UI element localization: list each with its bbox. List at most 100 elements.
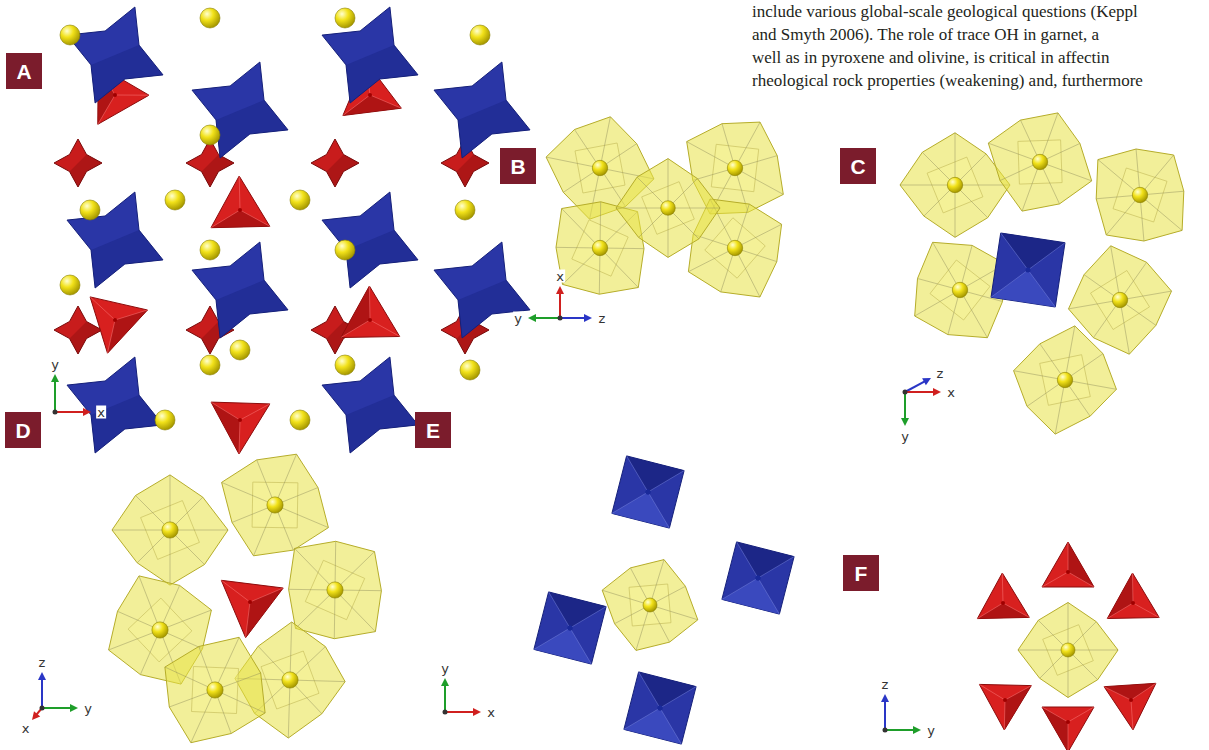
octahedron bbox=[991, 233, 1065, 307]
cation-sphere bbox=[1112, 292, 1127, 307]
polyhedron-edge bbox=[1005, 686, 1031, 700]
cation-sphere bbox=[200, 8, 220, 28]
axis-label: z bbox=[598, 312, 607, 325]
panel-letter: B bbox=[500, 148, 536, 184]
polyhedron-edge bbox=[648, 471, 684, 492]
polyhedron-edge bbox=[115, 310, 147, 320]
dodecahedron-face bbox=[930, 260, 990, 320]
cation-sphere bbox=[1057, 372, 1072, 387]
octahedron-face bbox=[216, 100, 288, 158]
axis-arrow bbox=[904, 392, 906, 421]
axis-label: z bbox=[935, 367, 944, 380]
axis-label: x bbox=[946, 386, 956, 399]
axis-arrowhead bbox=[922, 378, 931, 385]
polyhedron-edge bbox=[1018, 650, 1068, 651]
axis-arrow bbox=[444, 683, 446, 712]
axis-label: x bbox=[555, 270, 565, 283]
cation-sphere bbox=[282, 672, 298, 688]
octahedron-face bbox=[457, 155, 490, 188]
octahedron-face bbox=[216, 280, 288, 338]
polyhedron-edge bbox=[735, 248, 760, 297]
polyhedron-edge bbox=[549, 592, 570, 628]
octahedron-face bbox=[627, 456, 685, 492]
tetrahedron-face bbox=[1107, 573, 1133, 619]
cation-sphere bbox=[155, 410, 175, 430]
polyhedron-edge bbox=[240, 210, 270, 226]
cation-sphere bbox=[207, 682, 223, 698]
octahedron bbox=[612, 456, 684, 528]
polyhedron-edge bbox=[991, 270, 1028, 297]
dodecahedron bbox=[289, 541, 382, 638]
octahedron bbox=[67, 357, 163, 453]
polyhedron-edge bbox=[624, 708, 660, 729]
polyhedron-edge bbox=[900, 185, 955, 186]
octahedron-face bbox=[458, 280, 530, 338]
tetrahedron-face bbox=[1042, 707, 1068, 750]
polyhedron-edge bbox=[616, 208, 668, 209]
cation-sphere bbox=[1132, 187, 1147, 202]
axis-origin bbox=[443, 710, 448, 715]
tetrahedral-cation bbox=[368, 93, 372, 97]
polyhedron-edge bbox=[288, 680, 290, 738]
polyhedron-edge bbox=[933, 242, 960, 290]
axis-label: y bbox=[440, 662, 450, 675]
axis-origin bbox=[558, 316, 563, 321]
tetrahedron-face bbox=[1068, 542, 1094, 587]
polyhedron-edge bbox=[1028, 243, 1065, 270]
axis-label: x bbox=[486, 706, 496, 719]
polyhedron-edge bbox=[612, 492, 648, 513]
tetrahedron bbox=[341, 286, 400, 338]
octahedron-face bbox=[737, 542, 795, 578]
dodecahedron bbox=[1096, 149, 1184, 241]
axis-label: z bbox=[38, 656, 47, 669]
polyhedron-edge bbox=[369, 286, 371, 320]
cation-sphere bbox=[460, 360, 480, 380]
axis-arrow bbox=[42, 707, 73, 709]
polyhedron-edge bbox=[1028, 270, 1055, 307]
dodecahedron-face bbox=[252, 482, 298, 528]
cation-sphere bbox=[80, 200, 100, 220]
axis-label: y bbox=[926, 724, 936, 737]
polyhedron-edge bbox=[979, 684, 1005, 700]
cation-sphere bbox=[60, 275, 80, 295]
polyhedron-edge bbox=[1068, 722, 1069, 750]
cation-sphere bbox=[200, 125, 220, 145]
axis-arrowhead bbox=[70, 704, 78, 712]
dodecahedron bbox=[616, 159, 720, 258]
polyhedron-edge bbox=[1068, 650, 1118, 651]
dodecahedron-face bbox=[192, 667, 239, 714]
polyhedron-edge bbox=[668, 208, 720, 209]
axis-arrowhead bbox=[881, 694, 889, 702]
octahedral-cation bbox=[568, 626, 573, 631]
polyhedron-edge bbox=[737, 542, 758, 578]
axis-arrow bbox=[905, 391, 936, 393]
dodecahedron-face bbox=[1018, 140, 1062, 184]
axis-arrow bbox=[533, 317, 560, 319]
octahedron bbox=[322, 7, 418, 103]
tetrahedral-cation bbox=[113, 318, 117, 322]
polyhedron-edge bbox=[1133, 603, 1159, 618]
axis-label: y bbox=[513, 312, 523, 325]
dodecahedron-face bbox=[629, 584, 671, 626]
axis-arrow bbox=[445, 711, 476, 713]
dodecahedron-tetrahedra bbox=[977, 542, 1159, 750]
tetrahedral-cation bbox=[1003, 698, 1007, 702]
dodecahedron bbox=[112, 475, 228, 585]
polyhedron-edge bbox=[735, 168, 783, 194]
octahedron bbox=[434, 62, 530, 158]
polyhedron-edge bbox=[650, 605, 698, 620]
polyhedron-edge bbox=[246, 602, 250, 638]
panel-letter: A bbox=[6, 53, 42, 89]
axis-arrowhead bbox=[32, 711, 40, 720]
polyhedron-edge bbox=[1042, 707, 1068, 722]
axis-triads bbox=[32, 286, 941, 734]
polyhedron-edge bbox=[660, 708, 681, 744]
polyhedron-edge bbox=[170, 530, 228, 531]
octahedron bbox=[322, 357, 418, 453]
tetrahedron bbox=[979, 684, 1031, 730]
octahedron bbox=[624, 672, 696, 744]
polyhedron-edge bbox=[370, 95, 401, 108]
octahedron-face bbox=[612, 492, 670, 528]
axis-origin bbox=[883, 728, 888, 733]
tetrahedron-face bbox=[211, 402, 240, 454]
